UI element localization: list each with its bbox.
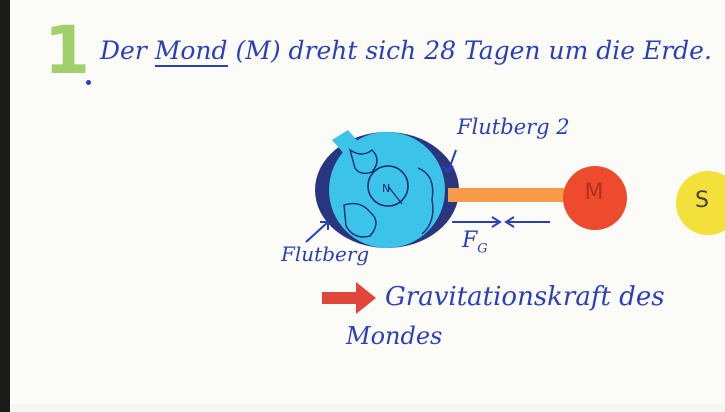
gravity-legend-arrow	[322, 282, 376, 314]
flutberg-arrow	[305, 221, 329, 243]
step-number: 1	[44, 12, 90, 89]
earth	[329, 132, 445, 248]
connection-rod	[448, 188, 572, 202]
earth-tab	[332, 130, 362, 156]
whiteboard: N 1 Der Mond (M) dreht sich 28 Tagen um …	[10, 0, 725, 412]
sun	[676, 171, 725, 235]
flutberg-2-arrow	[447, 149, 457, 173]
force-subscript: G	[477, 241, 488, 257]
title-pre: Der	[100, 36, 155, 65]
step-dot	[86, 80, 91, 85]
legend-text: Gravitationskraft des	[385, 282, 665, 312]
slide-title: Der Mond (M) dreht sich 28 Tagen um die …	[100, 36, 712, 67]
flutberg-2-label: Flutberg 2	[457, 115, 570, 139]
force-label: FG	[462, 228, 488, 256]
north-pole-label: N	[382, 182, 390, 195]
moon-label: M	[584, 180, 604, 205]
board-edge	[10, 404, 725, 412]
legend-text-2: Mondes	[346, 322, 443, 350]
title-mond: Mond	[154, 36, 228, 67]
force-symbol: F	[462, 228, 478, 253]
title-post: (M) dreht sich 28 Tagen um die Erde.	[227, 36, 712, 65]
moon	[563, 166, 627, 230]
earth-moon-diagram: N	[305, 130, 725, 314]
sun-label: S	[695, 188, 709, 213]
flutberg-label: Flutberg	[281, 242, 370, 266]
